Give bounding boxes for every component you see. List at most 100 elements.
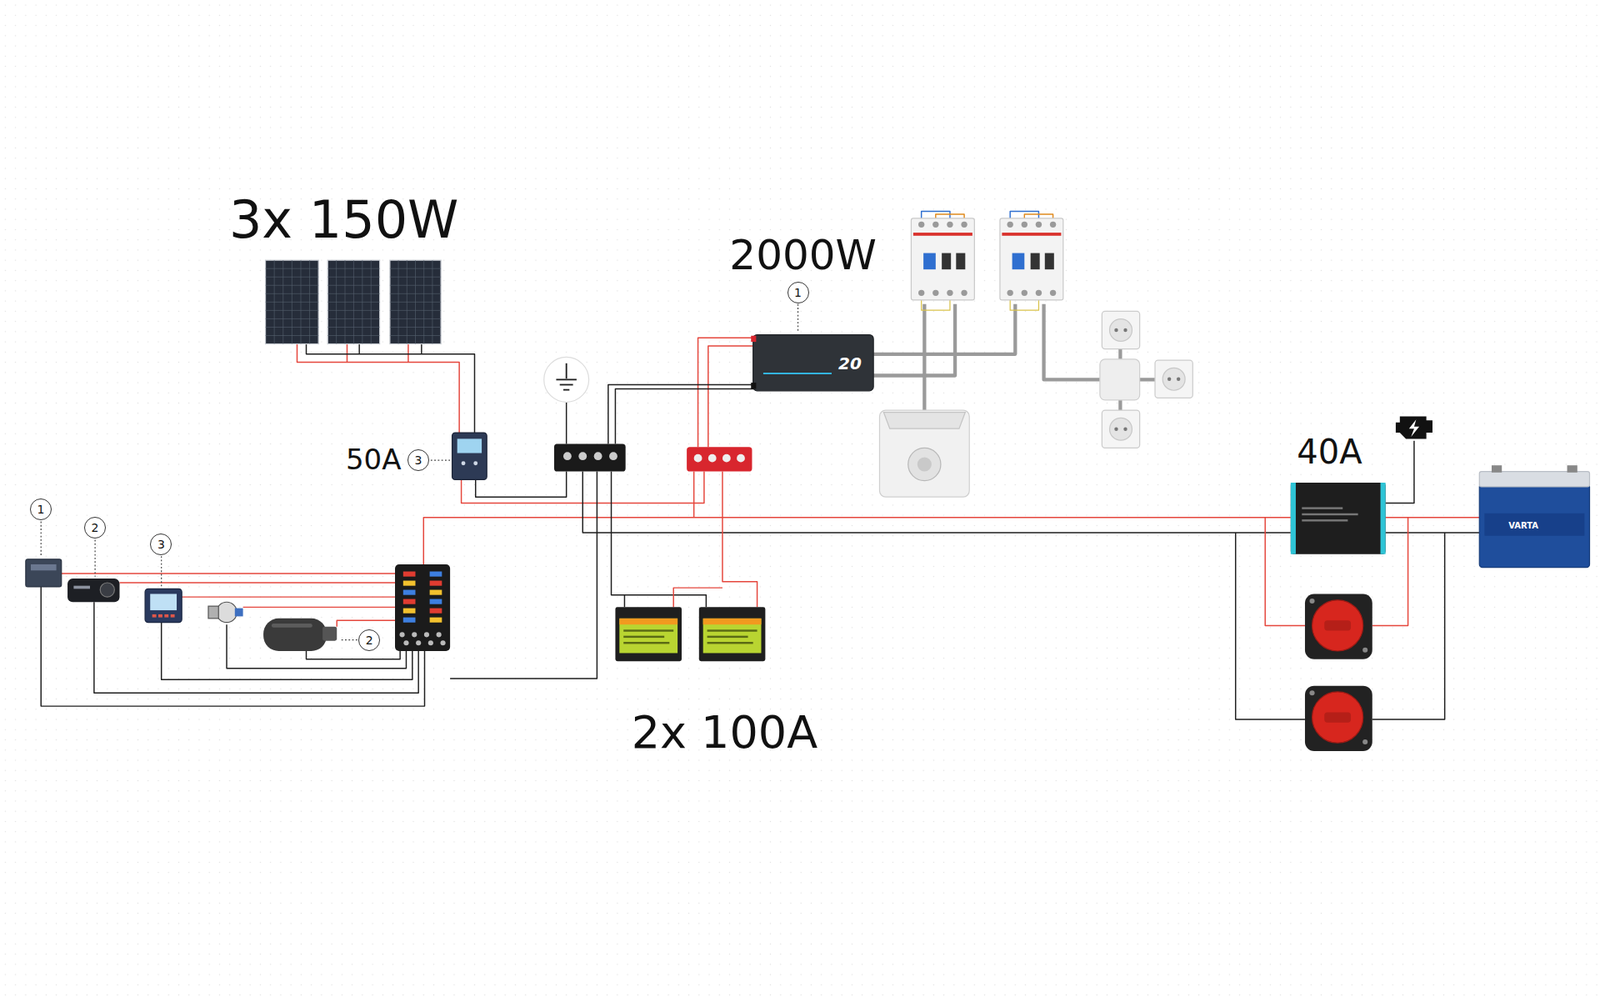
inverter-terminal <box>750 335 756 342</box>
socket-pin <box>1176 377 1180 381</box>
charger-edge <box>1290 482 1296 555</box>
socket-face <box>1162 367 1185 390</box>
socket-plate <box>1101 310 1140 349</box>
switch-screw <box>1362 739 1368 745</box>
callout-circle: 2 <box>358 629 380 651</box>
monitor-button <box>158 614 163 618</box>
ground-wire <box>565 401 567 444</box>
battery-negative-wire <box>624 595 706 608</box>
fuse <box>403 590 416 595</box>
handwritten-note: 2x 100A <box>631 710 819 755</box>
breaker-screw <box>1050 221 1056 228</box>
fuse-box <box>395 564 450 651</box>
battery-post <box>1567 465 1578 473</box>
callout-number: 1 <box>37 503 45 515</box>
cell-line <box>390 335 441 336</box>
breaker-body <box>910 218 975 300</box>
fusebox-terminal <box>415 640 421 645</box>
inverter-positive-wire <box>708 345 755 447</box>
engine-shape <box>1395 415 1433 439</box>
handwritten-note: 3x 150W <box>229 194 460 246</box>
brand-mark: VARTA <box>1508 521 1539 530</box>
cell-line <box>390 276 441 278</box>
fusebox-terminal <box>411 631 417 637</box>
charger-print <box>1301 513 1358 515</box>
cell-line <box>265 301 320 303</box>
callout-number: 3 <box>415 454 423 466</box>
cell-line <box>390 301 441 303</box>
battery-switch <box>1305 593 1373 659</box>
starter-battery <box>1479 465 1590 567</box>
battery-monitor <box>145 588 182 622</box>
battery-print <box>707 635 749 638</box>
switch-screw <box>1309 598 1315 604</box>
busbar-body <box>686 446 752 471</box>
wall-socket <box>1101 310 1140 349</box>
consumer-negative-wire <box>40 586 425 706</box>
controller-button <box>473 460 478 465</box>
busbar-stud <box>722 454 731 463</box>
brand-mark: VARTA <box>1508 517 1539 531</box>
controller-button <box>461 460 466 465</box>
callout-number: 1 <box>794 286 802 299</box>
busbar-stud <box>563 451 572 460</box>
battery-print <box>623 641 670 644</box>
components <box>25 218 1590 751</box>
inverter-negative-wire <box>615 388 755 444</box>
breaker-screw <box>1007 221 1014 228</box>
ac-cable <box>873 304 955 376</box>
cell-line <box>327 335 380 336</box>
breaker-screw <box>1035 221 1042 228</box>
dc-dc-charger <box>1290 482 1386 555</box>
junction-body <box>1100 359 1140 400</box>
positive-busbar <box>686 446 752 471</box>
leader-line <box>797 304 799 333</box>
cell-line <box>265 285 320 286</box>
breaker-screw <box>918 290 925 296</box>
leader-line <box>430 459 450 460</box>
breaker-screw <box>932 290 939 296</box>
socket-plate <box>1155 360 1193 398</box>
breaker-screw <box>960 221 967 228</box>
busbar-stud <box>594 451 603 460</box>
wiring <box>40 210 1480 720</box>
callout-circle: 1 <box>787 281 810 304</box>
inverter-negative-wire <box>608 385 755 445</box>
charger-edge <box>1380 482 1386 555</box>
bypass-negative-wire <box>1372 532 1445 720</box>
breaker-toggle <box>941 253 951 270</box>
cell-line <box>327 276 380 278</box>
ac-cable <box>1118 400 1122 410</box>
heater-controller <box>67 578 120 602</box>
fuse <box>430 608 443 614</box>
panel-frame <box>327 260 380 344</box>
controller-knob <box>100 582 115 597</box>
ac-cable <box>1140 377 1155 381</box>
cell-line <box>327 268 380 270</box>
ground-stem <box>565 363 568 379</box>
socket-pin <box>1123 328 1127 332</box>
brand-mark: 20 <box>838 355 862 372</box>
socket-plate <box>1101 410 1140 448</box>
controller-body <box>67 578 120 602</box>
battery-print <box>623 635 665 638</box>
leader-line <box>340 639 358 640</box>
controller-print <box>73 585 90 590</box>
ground-bar <box>560 384 574 386</box>
fuse <box>430 599 443 605</box>
fusebox-terminal <box>424 631 430 637</box>
monitor-screen <box>150 593 177 610</box>
cell-line <box>327 326 380 328</box>
battery-negative-wire <box>611 471 625 608</box>
fuse <box>403 617 416 623</box>
switch-handle <box>1324 711 1351 722</box>
starter-negative-wire <box>1385 531 1480 533</box>
cell-line <box>327 301 380 303</box>
consumer-positive-wire <box>61 572 395 574</box>
socket-pin <box>1167 377 1171 381</box>
diesel-heater <box>263 618 337 651</box>
battery-print <box>707 641 754 644</box>
fuse <box>403 608 416 614</box>
switch-base <box>1305 593 1373 659</box>
